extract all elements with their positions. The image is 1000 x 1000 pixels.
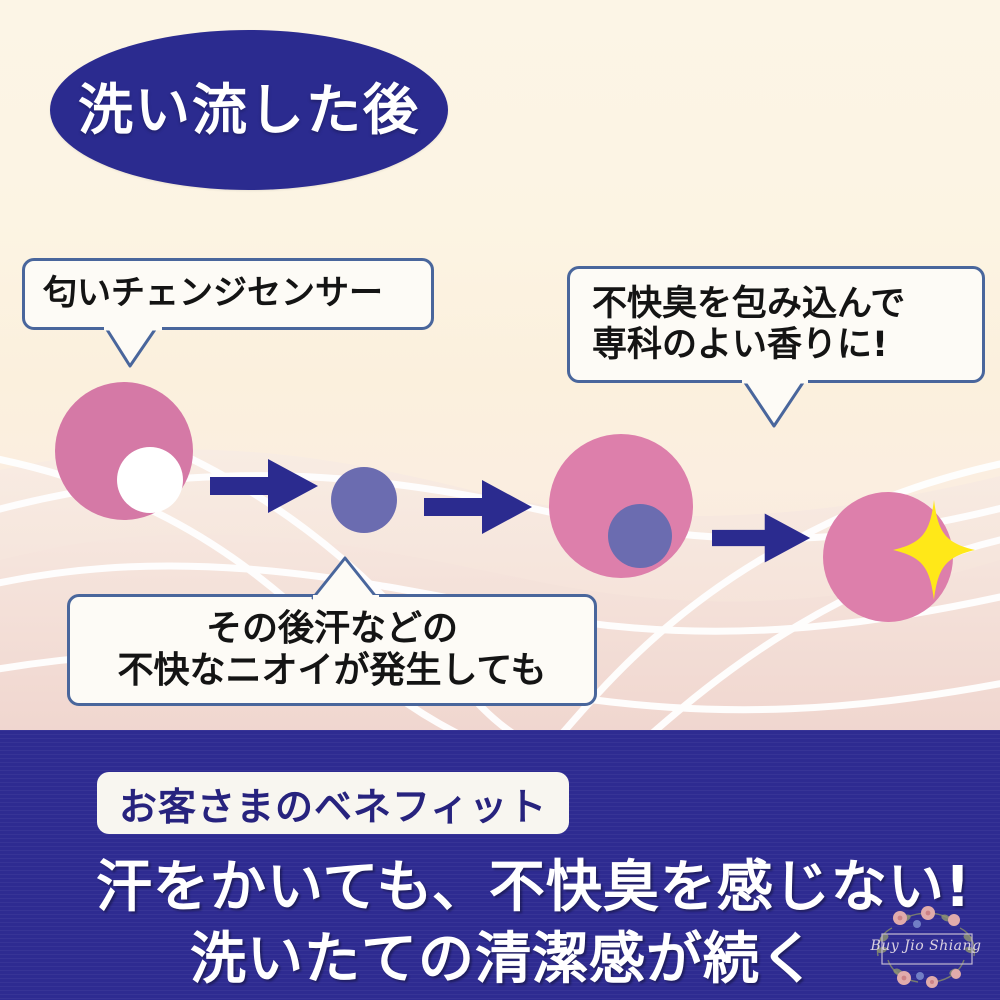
process-arrow-2: [424, 480, 532, 534]
benefit-headline-line-2: 洗いたての清潔感が続く: [190, 927, 817, 992]
callout-sweat-odor-line-2: 不快なニオイが発生しても: [117, 650, 547, 691]
callout-sweat-odor: その後汗などの 不快なニオイが発生しても: [67, 594, 597, 706]
callout-wrap-odor-line-2: 専科のよい香りに!: [592, 324, 888, 365]
callout-wrap-odor-line-1: 不快臭を包み込んで: [592, 283, 906, 324]
molecule-odor-purple: [331, 467, 397, 533]
callout-sensor-line-1: 匂いチェンジセンサー: [43, 273, 383, 314]
watermark: Buy Jio Shiang: [862, 898, 990, 994]
molecule-sensor-core: [117, 447, 183, 513]
sparkle-icon: [893, 500, 975, 600]
title-badge: 洗い流した後: [50, 30, 448, 190]
benefit-headline-line-1: 汗をかいても、不快臭を感じない!: [96, 855, 972, 920]
callout-wrap-odor: 不快臭を包み込んで 専科のよい香りに!: [567, 266, 985, 383]
benefit-pill: お客さまのベネフィット: [97, 772, 570, 834]
process-arrow-1: [210, 459, 318, 513]
callout-sweat-odor-tail: [311, 556, 379, 601]
callout-sensor-tail: [104, 325, 162, 368]
callout-sweat-odor-line-1: その後汗などの: [205, 608, 458, 650]
watermark-text: Buy Jio Shiang: [870, 938, 982, 954]
benefit-pill-label: お客さまのベネフィット: [119, 784, 548, 829]
callout-sensor: 匂いチェンジセンサー: [22, 258, 434, 330]
benefit-panel: お客さまのベネフィット 汗をかいても、不快臭を感じない! 洗いたての清潔感が続く: [0, 730, 1000, 1000]
floral-wreath-icon: [876, 906, 976, 988]
title-badge-label: 洗い流した後: [77, 77, 420, 142]
process-arrow-3: [712, 513, 811, 563]
callout-wrap-odor-tail: [742, 378, 808, 428]
molecule-capture-core: [608, 504, 672, 568]
